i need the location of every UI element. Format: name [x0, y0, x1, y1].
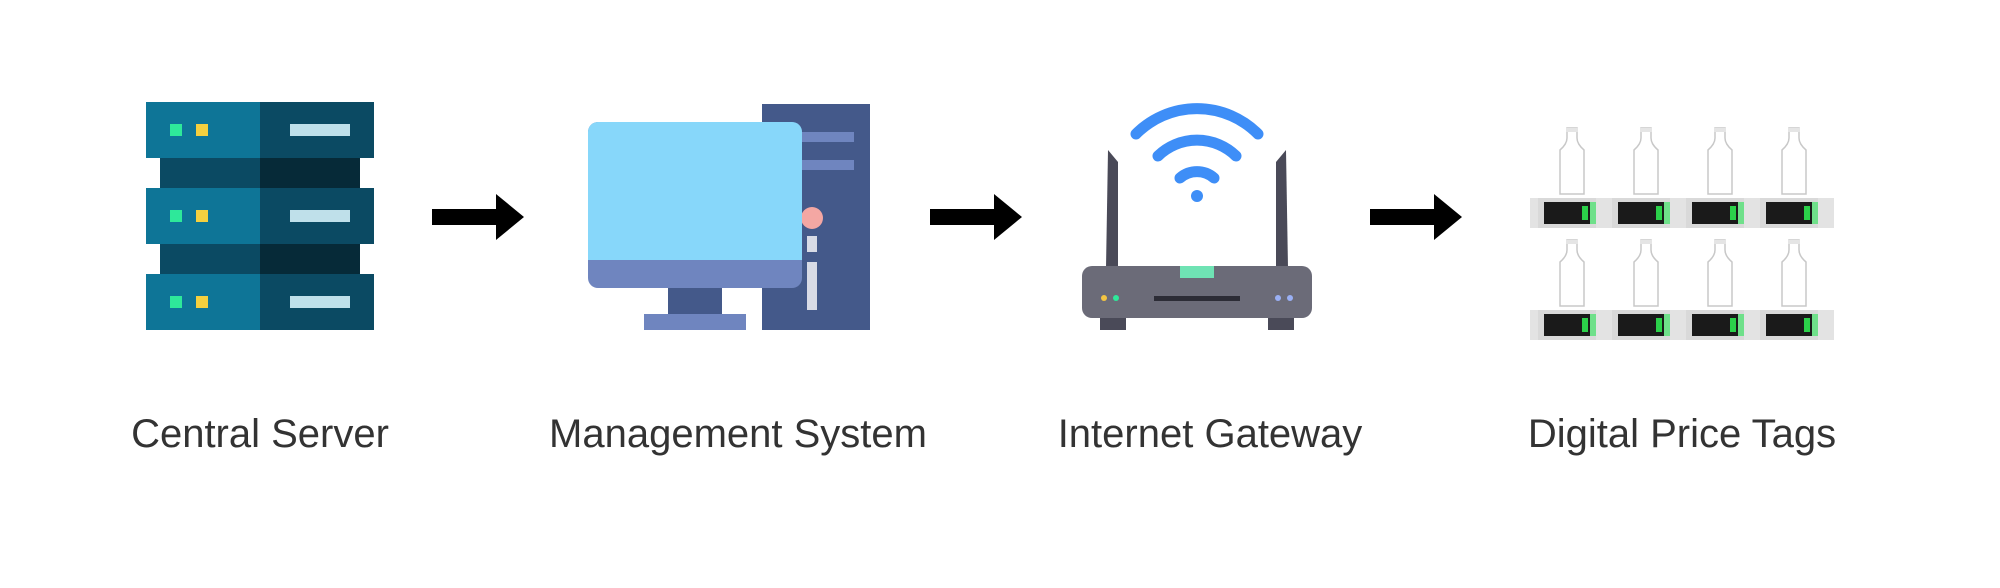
server-rack-icon: [146, 102, 374, 330]
arrow-gateway-to-tags: [1370, 194, 1462, 240]
price-tag-shelf-icon: [1530, 127, 1834, 340]
management-system-label: Management System: [549, 412, 927, 456]
right-arrow-icon: [1370, 194, 1462, 240]
central-server-node: [146, 102, 374, 330]
right-arrow-icon: [930, 194, 1022, 240]
arrow-management-to-gateway: [930, 194, 1022, 240]
right-arrow-icon: [432, 194, 524, 240]
digital-price-tags-node: [1530, 126, 1834, 342]
internet-gateway-label: Internet Gateway: [1057, 412, 1363, 456]
internet-gateway-node: [1082, 100, 1312, 336]
desktop-computer-icon: [588, 104, 870, 330]
central-server-label: Central Server: [131, 412, 389, 456]
digital-price-tags-label: Digital Price Tags: [1527, 412, 1837, 456]
arrow-server-to-management: [432, 194, 524, 240]
management-system-node: [588, 104, 870, 330]
wifi-router-icon: [1082, 103, 1312, 330]
